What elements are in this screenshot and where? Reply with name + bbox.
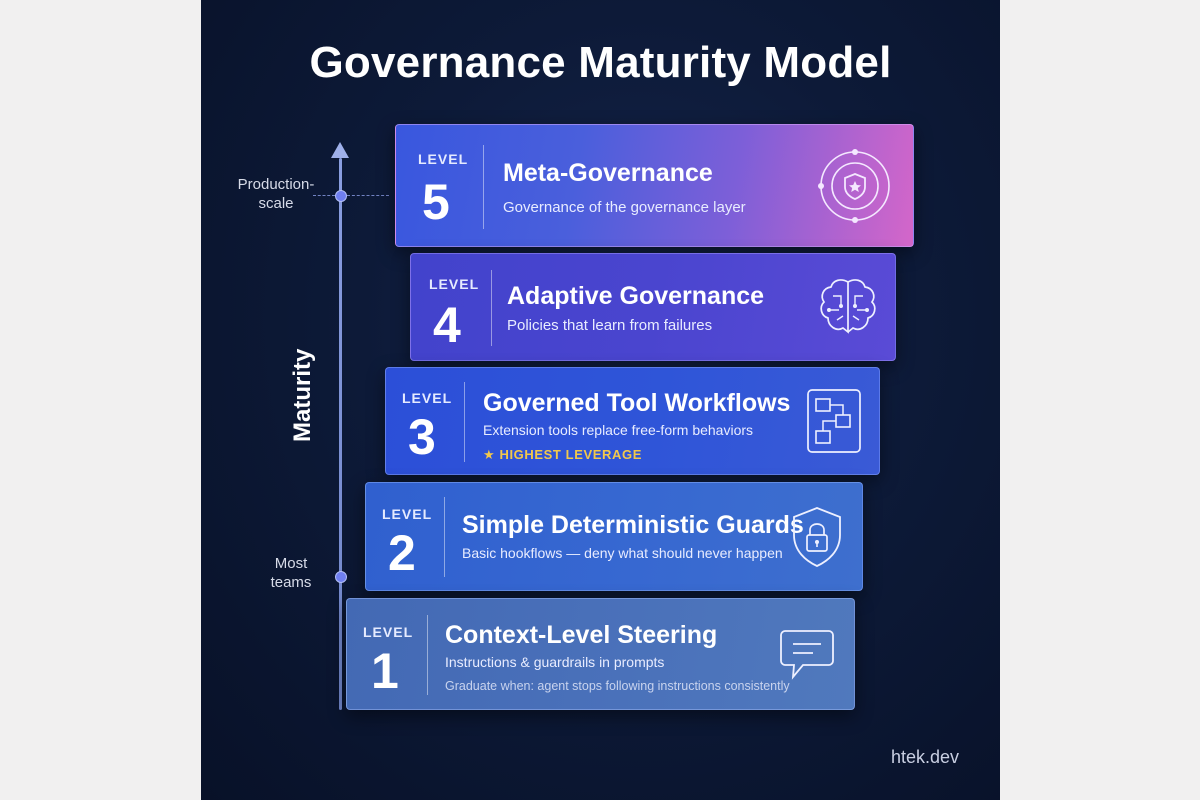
level-card-5: LEVEL 5 Meta-Governance Governance of th… <box>395 124 914 247</box>
level-title: Adaptive Governance <box>507 282 765 310</box>
brain-circuit-icon <box>820 279 876 334</box>
level-number: 4 <box>433 297 461 353</box>
axis-title-maturity: Maturity <box>289 348 316 442</box>
axis-arrow-up-icon <box>331 142 349 158</box>
level-label: LEVEL <box>363 624 414 640</box>
level-label: LEVEL <box>429 276 480 292</box>
level-divider <box>427 615 428 695</box>
level-title: Governed Tool Workflows <box>483 389 791 417</box>
level-card-2: LEVEL 2 Simple Deterministic Guards Basi… <box>365 482 863 591</box>
level-divider <box>464 382 465 462</box>
level-divider <box>444 497 445 577</box>
axis-marker-top <box>335 190 347 202</box>
level-title: Meta-Governance <box>503 159 713 187</box>
level-description: Extension tools replace free-form behavi… <box>483 422 754 438</box>
level-description: Instructions & guardrails in prompts <box>445 654 665 670</box>
footer-site-label: htek.dev <box>891 747 960 767</box>
level-label: LEVEL <box>402 390 453 406</box>
axis-label-production-scale: Production- scale <box>237 176 315 212</box>
level-number: 1 <box>371 643 399 699</box>
level-card-3: LEVEL 3 Governed Tool Workflows Extensio… <box>385 367 880 475</box>
level-label: LEVEL <box>382 506 433 522</box>
level-divider <box>483 145 484 229</box>
level-card-4: LEVEL 4 Adaptive Governance Policies tha… <box>410 253 896 361</box>
level-label: LEVEL <box>418 151 469 167</box>
diagram-panel: Governance Maturity Model Production- sc… <box>201 0 1000 800</box>
level-description: Governance of the governance layer <box>503 199 746 216</box>
badge-label: HIGHEST LEVERAGE <box>499 447 642 462</box>
axis-marker-bottom <box>335 571 347 583</box>
axis-dash-left <box>313 195 335 196</box>
level-description: Policies that learn from failures <box>507 317 713 334</box>
level-number: 5 <box>422 174 450 230</box>
star-icon: ★ <box>483 447 496 462</box>
level-number: 2 <box>388 525 416 581</box>
level-card-1: LEVEL 1 Context-Level Steering Instructi… <box>346 598 855 710</box>
highest-leverage-badge: ★ HIGHEST LEVERAGE <box>483 447 642 463</box>
maturity-axis-line <box>339 158 342 710</box>
chat-bubble-icon <box>780 630 834 680</box>
level-divider <box>491 270 492 346</box>
graduate-note: Graduate when: agent stops following ins… <box>445 679 790 693</box>
axis-dash-right <box>347 195 389 196</box>
workflow-icon <box>807 389 861 453</box>
level-number: 3 <box>408 409 436 465</box>
level-description: Basic hookflows — deny what should never… <box>462 545 783 561</box>
shield-star-orbit-icon <box>818 149 890 223</box>
page-title: Governance Maturity Model <box>309 38 892 87</box>
axis-label-most-teams: Most teams <box>270 555 312 591</box>
level-title: Simple Deterministic Guards <box>462 511 804 539</box>
level-title: Context-Level Steering <box>445 621 718 649</box>
shield-lock-icon <box>793 507 841 567</box>
